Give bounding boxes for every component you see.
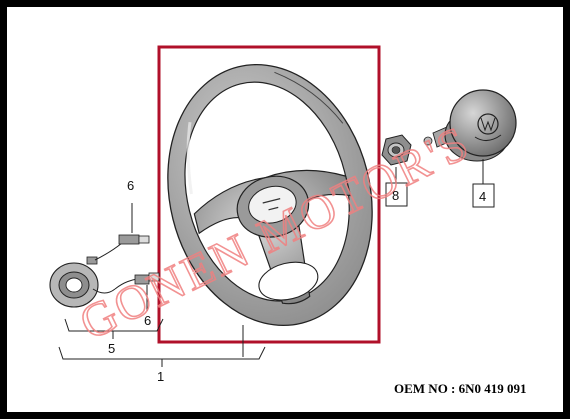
callout-4: 4 [479, 189, 487, 204]
connector-icon [114, 272, 160, 290]
callout-6-bottom: 6 [144, 313, 152, 328]
parts-diagram: GONEN MOTOR'S [49, 45, 517, 367]
leader-lines [58, 159, 484, 367]
steering-wheel-icon [167, 64, 373, 326]
airbag-module-icon [423, 89, 517, 162]
callout-6-top: 6 [127, 178, 135, 193]
callout-1: 1 [157, 369, 165, 384]
oem-number: OEM NO : 6N0 419 091 [394, 381, 527, 397]
callout-box-8 [385, 182, 408, 207]
callout-5: 5 [108, 341, 116, 356]
connector-icon [118, 234, 150, 245]
callout-box-4 [472, 183, 495, 208]
diagram-frame: GONEN MOTOR'S 6 8 4 6 5 1 OEM NO : 6N0 4… [7, 7, 563, 412]
nut-icon [381, 134, 412, 166]
highlight-box [157, 45, 381, 344]
callout-8: 8 [392, 188, 400, 203]
clock-spring-icon [49, 242, 123, 308]
oem-value: 6N0 419 091 [458, 381, 527, 396]
oem-label: OEM NO : [394, 381, 456, 396]
